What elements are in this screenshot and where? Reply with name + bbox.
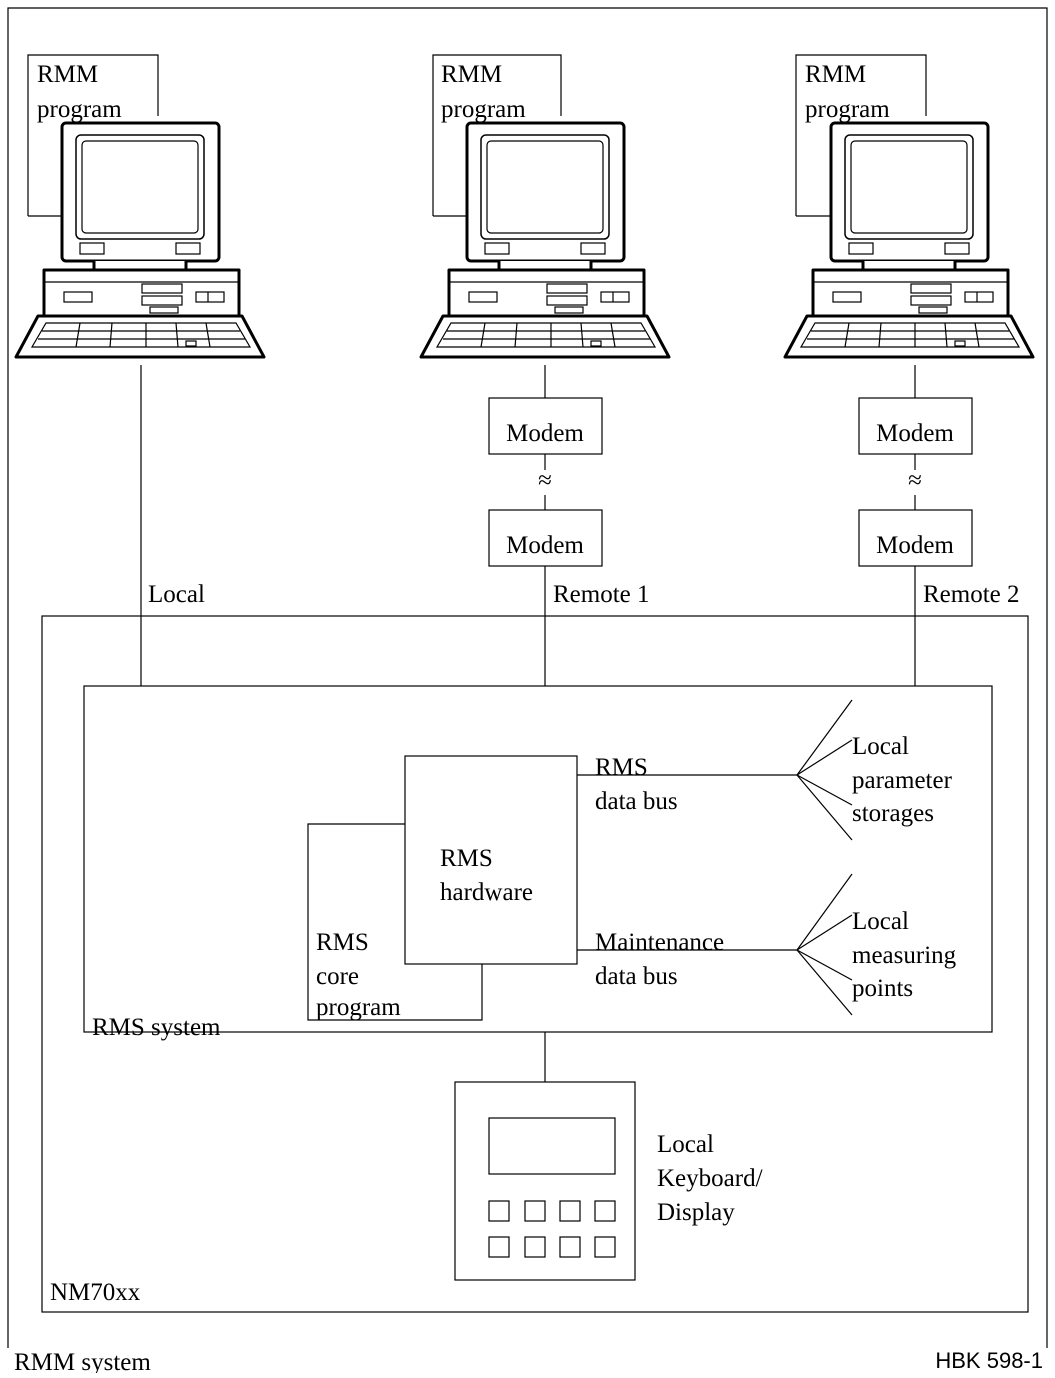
parameter-line3: storages [852,800,934,827]
keypad-key [488,1236,510,1258]
remote2-label: Remote 2 [923,581,1020,608]
link-symbol: ≈ [908,467,922,494]
svg-text:Modem: Modem [876,420,954,447]
computer-remote-2: RMM program [783,54,1035,359]
maintenance-bus-line1: Maintenance [595,929,724,956]
keypad-key [524,1236,546,1258]
link-symbol: ≈ [538,467,552,494]
keyboard-label-line2: Keyboard/ [657,1165,763,1192]
computer-icon [783,121,1035,359]
rmm-program-label-line2: program [805,96,890,123]
rms-core-line1: RMS [316,929,369,956]
svg-text:Modem: Modem [506,532,584,559]
measuring-line1: Local [852,908,909,935]
rmm-program-label-line1: RMM [805,61,866,88]
modem-remote2-top: Modem [858,397,973,455]
rmm-system-frame [7,7,1048,1348]
measuring-line3: points [852,975,913,1002]
rmm-system-label: RMM system [14,1349,151,1373]
svg-text:Modem: Modem [876,532,954,559]
rmm-program-label-line2: program [37,96,122,123]
measuring-line2: measuring [852,942,957,969]
rmm-program-label-line2: program [441,96,526,123]
rms-data-bus-line1: RMS [595,754,648,781]
rms-hardware-box [404,755,578,965]
rms-data-bus-line2: data bus [595,788,678,815]
measuring-fan [796,873,853,1016]
keypad-key [559,1236,581,1258]
computer-local: RMM program [14,54,266,359]
display-screen [488,1117,616,1175]
svg-text:Modem: Modem [506,420,584,447]
rmm-program-label-line1: RMM [441,61,502,88]
keypad-key [524,1200,546,1222]
rms-core-line3: program [316,994,401,1021]
local-keyboard-display-device [454,1081,636,1281]
keypad-key [488,1200,510,1222]
modem-remote1-top: Modem [488,397,603,455]
keypad-key [559,1200,581,1222]
rmm-program-card [432,54,562,216]
computer-remote-1: RMM program [419,54,671,359]
nm70xx-label: NM70xx [50,1279,141,1306]
keyboard-label-line1: Local [657,1131,714,1158]
rms-core-program-card [307,823,483,1021]
maintenance-bus-line2: data bus [595,963,678,990]
rms-system-label: RMS system [92,1014,221,1041]
rms-hardware-line1: RMS [440,845,493,872]
parameter-fan [796,699,853,841]
figure-code: HBK 598-1 [935,1348,1043,1373]
computer-icon [419,121,671,359]
local-label: Local [148,581,205,608]
keyboard-label-line3: Display [657,1199,735,1226]
modem-remote2-bottom: Modem [858,509,973,567]
keypad-key [594,1236,616,1258]
remote1-label: Remote 1 [553,581,650,608]
parameter-line2: parameter [852,767,953,794]
rmm-program-label-line1: RMM [37,61,98,88]
keypad-key [594,1200,616,1222]
rms-hardware-line2: hardware [440,879,533,906]
rms-core-line2: core [316,963,359,990]
computer-icon [14,121,266,359]
rmm-program-card [795,54,927,216]
rmm-program-card [27,54,159,216]
parameter-line1: Local [852,733,909,760]
modem-remote1-bottom: Modem [488,509,603,567]
nm70xx-box [41,615,1029,1313]
rms-system-box [83,685,993,1033]
